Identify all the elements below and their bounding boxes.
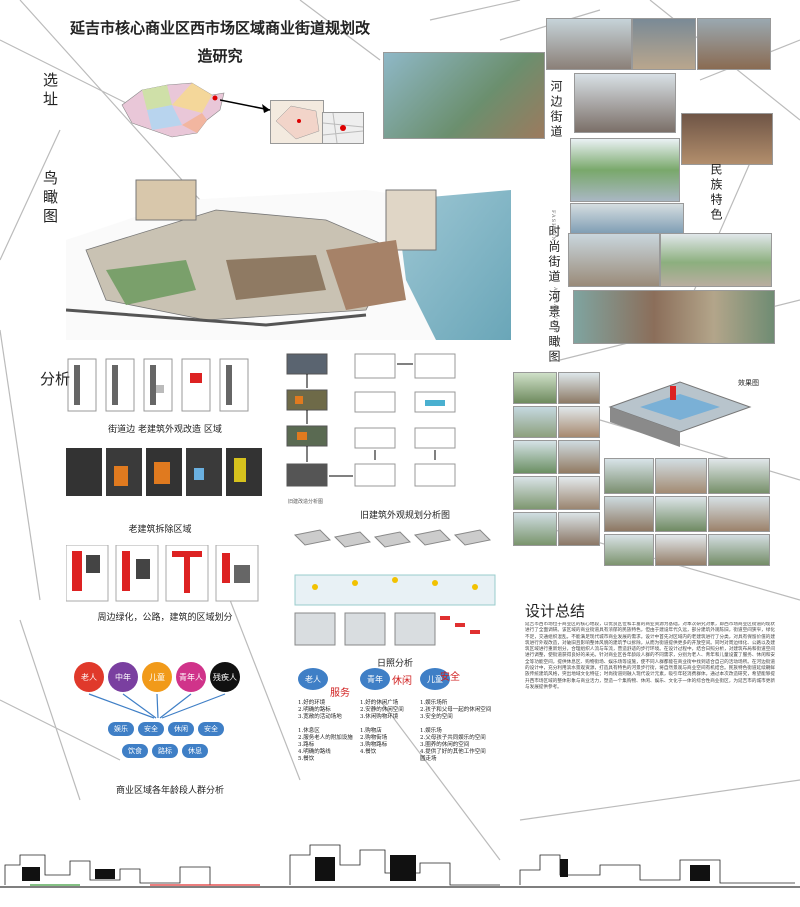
need-safety-2: 安全	[198, 722, 224, 736]
caption-green: 周边绿化，公路，建筑的区域划分	[97, 613, 233, 623]
need-rest: 休息	[182, 744, 208, 758]
map-arrow	[220, 99, 271, 113]
page-title: 延吉市核心商业区西市场区域商业街道规划改造研究	[70, 19, 371, 65]
panel-list-child: 1.娱乐场所 2.孩子和父母一起的休闲空间 3.安全的空间 1.娱乐场 2.父母…	[420, 700, 492, 762]
caption-old-small: 旧建改造分析图	[288, 499, 324, 505]
effect-render-2	[558, 372, 600, 404]
street-render-4	[574, 73, 676, 133]
effect-render-17	[604, 534, 654, 566]
aerial-view-image	[65, 170, 511, 340]
effect-render-10	[558, 512, 600, 546]
summary-title: 设计总结	[525, 602, 586, 620]
street-render-3	[697, 18, 771, 70]
street-render-1	[546, 18, 632, 70]
age-circle-middle: 中年	[108, 662, 138, 692]
caption-old-analysis: 旧建筑外观规划分析图	[359, 511, 450, 521]
effect-render-15	[655, 496, 707, 532]
need-food: 饮食	[122, 744, 148, 758]
panel-list-youth: 1.好的休闲广场 2.安静的休闲空间 3.休闲购物环境 1.购物店 2.购物街场…	[360, 700, 404, 755]
effect-render-16	[708, 496, 770, 532]
city-map	[322, 112, 364, 144]
sun-analysis-diagrams	[285, 525, 505, 625]
label-fashion-en: FASHION	[550, 210, 556, 242]
zone-diagrams	[65, 544, 266, 605]
caption-street-facade: 街道边 老建筑外观改造 区域	[108, 425, 222, 435]
fashion-render-2	[660, 233, 772, 287]
province-map	[270, 100, 324, 144]
ethnic-render-2	[570, 138, 680, 202]
river-street-image	[383, 52, 545, 139]
effect-render-14	[604, 496, 654, 532]
age-circle-elderly: 老人	[74, 662, 104, 692]
label-analysis: 分析	[40, 370, 71, 388]
effect-render-8	[558, 476, 600, 510]
effect-render-3	[513, 406, 557, 438]
label-site: 选址	[41, 72, 59, 110]
age-circle-disabled: 残疾人	[210, 662, 240, 692]
river-aerial-image	[573, 290, 775, 344]
label-aerial-en: AERIAL VIEW	[552, 287, 558, 334]
need-safety: 安全	[138, 722, 164, 736]
fashion-render-1	[568, 233, 660, 287]
demolish-maps	[66, 448, 266, 496]
need-leisure: 休闲	[168, 722, 194, 736]
china-map	[112, 75, 234, 140]
panel-head-elderly: 老人	[298, 668, 328, 690]
caption-age-analysis: 商业区域各年龄段人群分析	[115, 786, 224, 796]
ethnic-render-1	[681, 113, 773, 165]
need-entertainment: 娱乐	[108, 722, 134, 736]
caption-sun: 日照分析	[376, 659, 413, 669]
label-aerial: 鸟瞰图	[41, 170, 59, 227]
effect-render-12	[655, 458, 707, 494]
effect-axon-diagram	[600, 372, 760, 452]
effect-render-6	[558, 440, 600, 474]
age-arrows	[88, 693, 226, 719]
effect-render-5	[513, 440, 557, 474]
street-elevation-drawing	[0, 844, 800, 888]
effect-render-1	[513, 372, 557, 404]
age-circle-youth: 青年人	[176, 662, 206, 692]
caption-demolish: 老建筑拆除区域	[128, 525, 192, 535]
label-river-street: 河边街道	[549, 80, 563, 140]
effect-render-19	[708, 534, 770, 566]
label-fashion: 时尚街道	[547, 225, 561, 285]
label-river-aerial: 河景鸟瞰图	[547, 290, 561, 365]
street-render-2	[632, 18, 696, 70]
label-ethnic: 民族特色	[709, 163, 723, 223]
panel-head-youth: 青年	[360, 668, 390, 690]
panel-tag-service: 服务	[330, 688, 350, 699]
effect-render-11	[604, 458, 654, 494]
effect-render-13	[708, 458, 770, 494]
panel-list-elderly: 1.好的环境 2.明确的路标 3.宽敞的活动场地 1.休息区 2.服务老人的附加…	[298, 700, 353, 762]
renovation-flow-diagram	[285, 352, 500, 492]
effect-render-7	[513, 476, 557, 510]
summary-text: 延吉市西市场位于商业区的核心地段，以优良区位和丰富的商业资源为基础，对本次研究对…	[525, 622, 775, 690]
sun-shadow-models	[290, 608, 505, 650]
panel-head-child: 儿童	[420, 668, 450, 690]
effect-render-4	[558, 406, 600, 438]
age-circle-child: 儿童	[142, 662, 172, 692]
effect-render-9	[513, 512, 557, 546]
caption-effect: 效果图	[738, 379, 759, 387]
effect-render-18	[655, 534, 707, 566]
panel-tag-safety: 安全	[440, 672, 460, 683]
panel-tag-leisure: 休闲	[392, 676, 412, 687]
need-signage: 路标	[152, 744, 178, 758]
facade-diagrams	[66, 355, 261, 413]
